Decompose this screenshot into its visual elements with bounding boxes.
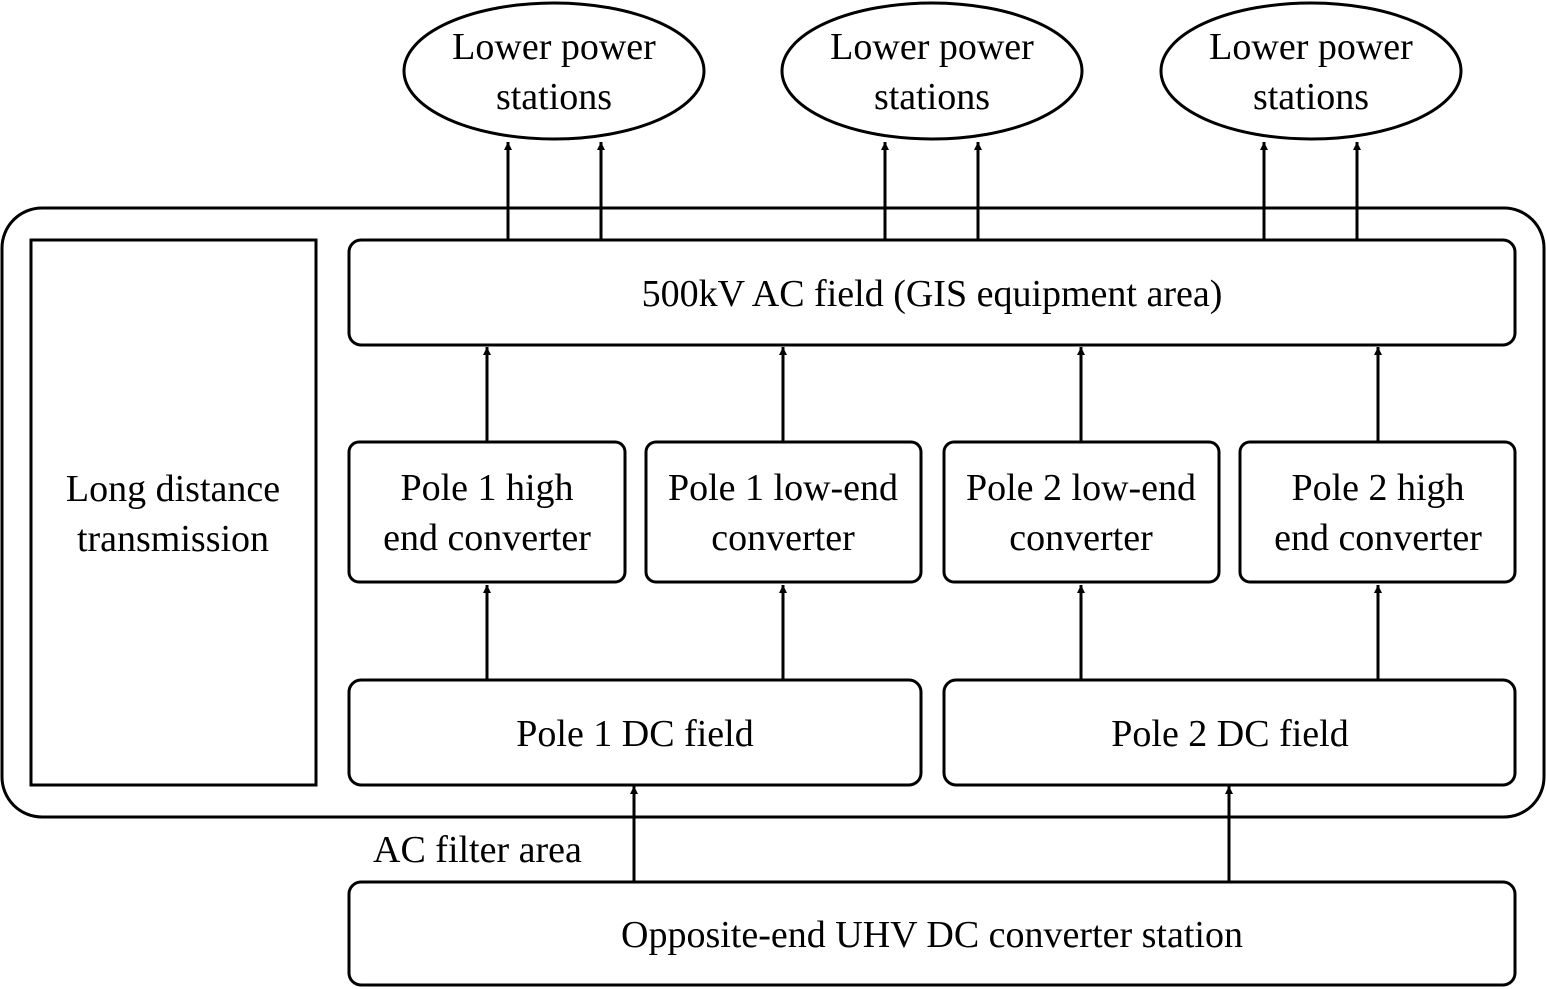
- station-frame: [0, 206, 1546, 819]
- node-label: Pole 2 DC field: [1111, 713, 1348, 755]
- ellipse-shape: [1159, 1, 1463, 141]
- node-label: Pole 1 high: [400, 467, 573, 509]
- box-shape: [1238, 440, 1517, 584]
- box-shape: [942, 678, 1517, 787]
- box-shape: [644, 440, 923, 584]
- ellipse-shape: [402, 1, 706, 141]
- box-shape: [347, 880, 1517, 987]
- node-lower-power-stations-2: Lower power stations: [780, 1, 1084, 141]
- node-label: 500kV AC field (GIS equipment area): [642, 273, 1223, 315]
- node-pole2-low-end-converter: Pole 2 low-end converter: [942, 440, 1221, 584]
- node-label: end converter: [1274, 517, 1482, 559]
- box-shape: [29, 238, 318, 787]
- node-label: Pole 1 low-end: [668, 467, 898, 509]
- box-shape: [347, 238, 1517, 347]
- node-label: end converter: [383, 517, 591, 559]
- node-pole1-dc-field: Pole 1 DC field: [347, 678, 923, 787]
- ellipse-shape: [780, 1, 1084, 141]
- node-label: Lower power: [452, 26, 656, 68]
- box-shape: [347, 440, 627, 584]
- node-label: Pole 1 DC field: [516, 713, 753, 755]
- node-ac-field: 500kV AC field (GIS equipment area): [347, 238, 1517, 347]
- edges: [483, 142, 1382, 882]
- node-label: stations: [1253, 76, 1369, 118]
- node-label: transmission: [77, 518, 269, 560]
- node-label: Pole 2 low-end: [966, 467, 1196, 509]
- node-pole2-dc-field: Pole 2 DC field: [942, 678, 1517, 787]
- box-shape: [347, 678, 923, 787]
- node-lower-power-stations-1: Lower power stations: [402, 1, 706, 141]
- label-ac-filter-area: AC filter area: [373, 829, 582, 871]
- node-label: Lower power: [1209, 26, 1413, 68]
- node-pole2-high-end-converter: Pole 2 high end converter: [1238, 440, 1517, 584]
- node-label: converter: [1009, 517, 1153, 559]
- node-label: Pole 2 high: [1291, 467, 1464, 509]
- node-uhv-converter-station: Opposite-end UHV DC converter station: [347, 880, 1517, 987]
- node-label: converter: [711, 517, 855, 559]
- node-label: Lower power: [830, 26, 1034, 68]
- node-label: Opposite-end UHV DC converter station: [621, 914, 1243, 956]
- node-pole1-low-end-converter: Pole 1 low-end converter: [644, 440, 923, 584]
- node-label: Long distance: [66, 468, 280, 510]
- node-long-distance-transmission: Long distance transmission: [29, 238, 318, 787]
- node-label: stations: [874, 76, 990, 118]
- box-shape: [942, 440, 1221, 584]
- node-pole1-high-end-converter: Pole 1 high end converter: [347, 440, 627, 584]
- node-lower-power-stations-3: Lower power stations: [1159, 1, 1463, 141]
- node-label: stations: [496, 76, 612, 118]
